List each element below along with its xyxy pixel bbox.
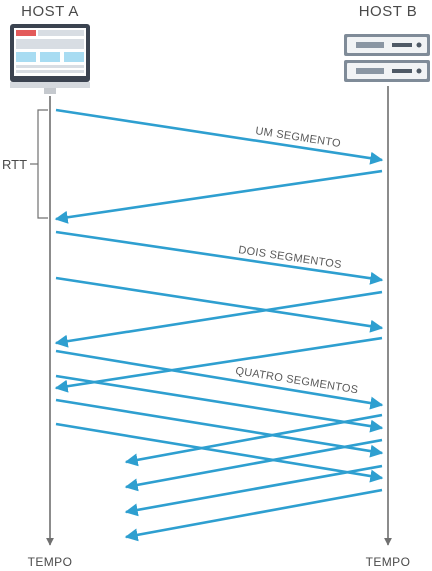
- ack-arrow: [124, 438, 383, 492]
- segment-arrow: [55, 349, 384, 410]
- ack-arrow: [124, 413, 383, 467]
- segment-arrow: [55, 276, 384, 333]
- segment-arrow: [55, 230, 384, 285]
- ack-arrow: [54, 290, 383, 348]
- segment-arrow: [55, 108, 384, 165]
- ack-arrow: [54, 336, 383, 393]
- host-a-time-label: TEMPO: [28, 555, 73, 569]
- segment-arrow: [55, 398, 384, 458]
- rtt-label: RTT: [2, 157, 27, 172]
- ack-arrow: [124, 488, 383, 542]
- segment-arrow: [55, 374, 384, 433]
- segment-arrow: [55, 422, 384, 483]
- desktop-monitor-icon: [10, 24, 90, 94]
- host-a-label: HOST A: [21, 3, 79, 20]
- host-b-time-label: TEMPO: [366, 555, 411, 569]
- ack-arrow: [124, 464, 383, 517]
- ack-arrow: [54, 169, 383, 224]
- server-rack-icon: [344, 34, 430, 82]
- rtt-bracket: [37, 109, 48, 219]
- host-b-label: HOST B: [359, 3, 418, 20]
